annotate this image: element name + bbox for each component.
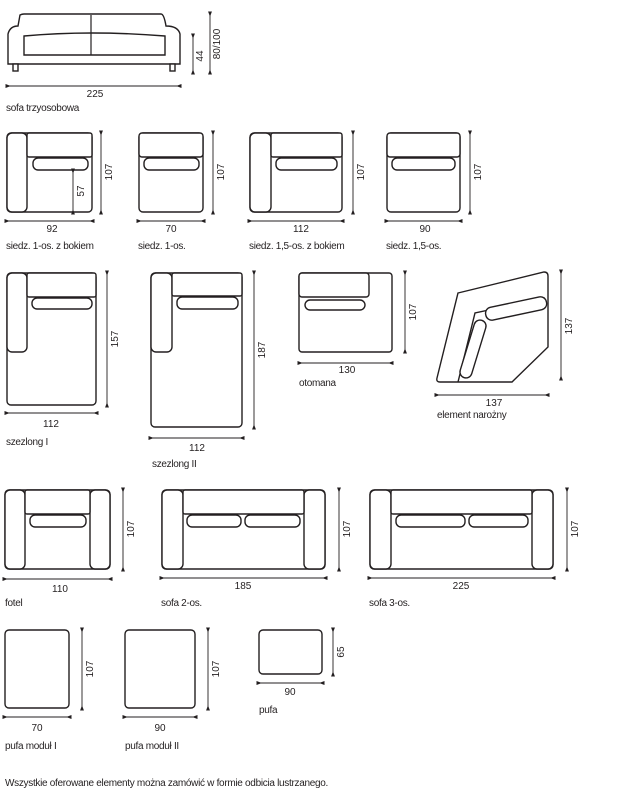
- items-otomana-label: otomana: [299, 378, 337, 389]
- items-sofa-3-width: 225: [453, 581, 470, 592]
- sofa-2-os: 107 185 sofa 2-os.: [159, 487, 353, 609]
- items-sofa-trzyosobowa-height: 80/100: [212, 28, 223, 59]
- items-pufa-1-width: 70: [31, 723, 43, 734]
- items-siedz-1-label: siedz. 1-os.: [138, 241, 186, 252]
- items-sofa-3-label: sofa 3-os.: [369, 598, 410, 609]
- items-pufa-2-label: pufa moduł II: [125, 741, 179, 752]
- items-siedz-1-bok-seat-depth: 57: [76, 185, 87, 197]
- otomana: 107 130 otomana: [297, 270, 419, 389]
- sofa-trzyosobowa: 44 80/100 225 sofa trzyosobowa: [5, 11, 223, 114]
- szezlong-1: 157 112 szezlong I: [4, 270, 121, 448]
- items-siedz-15-width: 90: [419, 224, 431, 235]
- footer-note: Wszystkie oferowane elementy można zamów…: [5, 778, 328, 789]
- items-narozny-depth: 137: [564, 317, 575, 334]
- fotel: 107 110 fotel: [2, 487, 137, 609]
- items-fotel-label: fotel: [5, 598, 22, 609]
- items-pufa-2-depth: 107: [211, 660, 222, 677]
- sofa-3-os: 107 225 sofa 3-os.: [367, 487, 581, 609]
- items-pufa-1-label: pufa moduł I: [5, 741, 56, 752]
- items-siedz-1-width: 70: [165, 224, 177, 235]
- pufa: 65 90 pufa: [256, 627, 347, 716]
- items-siedz-1-bok-width: 92: [46, 224, 58, 235]
- element-narozny: 137 137 element narożny: [434, 269, 575, 421]
- items-sofa-trzyosobowa-seat-height: 44: [195, 50, 206, 62]
- items-siedz-15-bok-label: siedz. 1,5-os. z bokiem: [249, 241, 344, 252]
- szezlong-2: 187 112 szezlong II: [148, 270, 268, 470]
- items-szezlong-2-width: 112: [189, 443, 205, 454]
- pufa-modul-1: 107 70 pufa moduł I: [2, 627, 96, 752]
- items-siedz-1-bok-depth: 107: [104, 163, 115, 180]
- items-siedz-15-depth: 107: [473, 163, 484, 180]
- items-szezlong-1-width: 112: [43, 419, 59, 430]
- items-pufa-1-depth: 107: [85, 660, 96, 677]
- siedz-15-os: 107 90 siedz. 1,5-os.: [384, 130, 484, 252]
- items-pufa-width: 90: [284, 687, 296, 698]
- items-fotel-width: 110: [52, 584, 68, 595]
- items-szezlong-1-label: szezlong I: [6, 437, 48, 448]
- items-szezlong-2-label: szezlong II: [152, 459, 197, 470]
- items-pufa-depth: 65: [336, 646, 347, 658]
- items-siedz-15-label: siedz. 1,5-os.: [386, 241, 441, 252]
- items-narozny-width: 137: [486, 398, 503, 409]
- items-siedz-1-depth: 107: [216, 163, 227, 180]
- siedz-1-os-z-bokiem: 57 107 92 siedz. 1-os. z bokiem: [4, 130, 115, 252]
- items-sofa-trzyosobowa-label: sofa trzyosobowa: [6, 103, 80, 114]
- pufa-modul-2: 107 90 pufa moduł II: [122, 627, 222, 752]
- items-szezlong-2-depth: 187: [257, 341, 268, 358]
- items-fotel-depth: 107: [126, 520, 137, 537]
- items-siedz-15-bok-width: 112: [293, 224, 309, 235]
- items-pufa-label: pufa: [259, 705, 278, 716]
- items-otomana-width: 130: [339, 365, 356, 376]
- items-sofa-trzyosobowa-width: 225: [87, 89, 104, 100]
- items-sofa-3-depth: 107: [570, 520, 581, 537]
- items-szezlong-1-depth: 157: [110, 330, 121, 347]
- items-siedz-1-bok-label: siedz. 1-os. z bokiem: [6, 241, 94, 252]
- items-sofa-2-depth: 107: [342, 520, 353, 537]
- siedz-1-os: 107 70 siedz. 1-os.: [136, 130, 227, 252]
- items-sofa-2-label: sofa 2-os.: [161, 598, 202, 609]
- items-otomana-depth: 107: [408, 303, 419, 320]
- siedz-15-os-z-bokiem: 107 112 siedz. 1,5-os. z bokiem: [247, 130, 367, 252]
- items-sofa-2-width: 185: [235, 581, 252, 592]
- items-siedz-15-bok-depth: 107: [356, 163, 367, 180]
- items-pufa-2-width: 90: [154, 723, 166, 734]
- items-narozny-label: element narożny: [437, 410, 507, 421]
